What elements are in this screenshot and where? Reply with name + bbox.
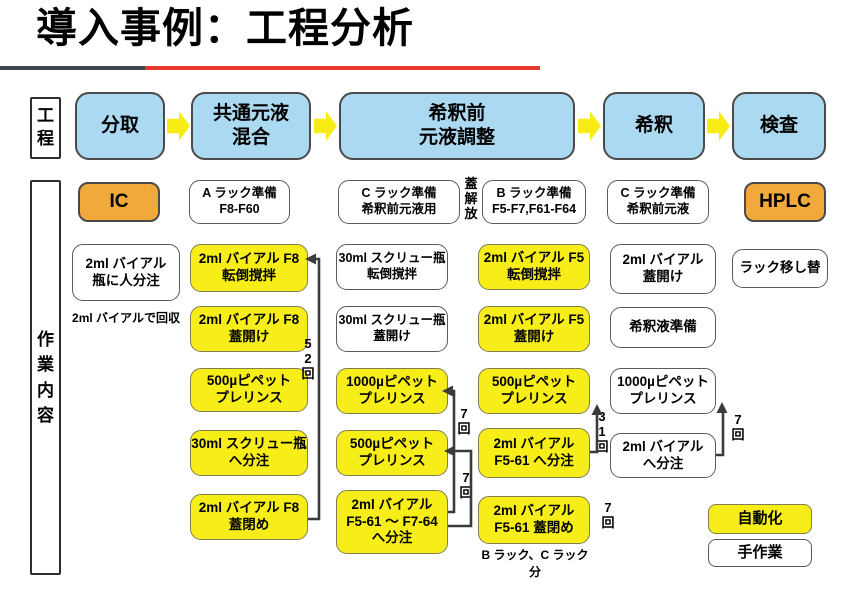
task-1000u-prerinse-2: 1000µピペット プレリンス — [610, 368, 716, 414]
task-f561-close-cap: 2ml バイアル F5-61 蓋閉め — [478, 496, 590, 544]
lid-release-label: 蓋 解 放 — [464, 176, 478, 221]
loop-line-7a — [448, 389, 456, 514]
flow-arrow-icon — [578, 111, 601, 141]
task-diluent-prep: 希釈液準備 — [610, 307, 716, 348]
instrument-ic: IC — [78, 182, 160, 222]
process-step-bunshu: 分取 — [75, 92, 165, 160]
task-f8-close-cap: 2ml バイアル F8 蓋閉め — [190, 494, 308, 540]
process-step-dilution: 希釈 — [603, 92, 705, 160]
task-f8-invert-mix: 2ml バイアル F8 転倒撹拌 — [190, 244, 308, 292]
page-title: 導入事例：工程分析 — [36, 5, 414, 51]
loop-count-7b: 7 回 — [459, 470, 473, 500]
task-dispense-f561-f764: 2ml バイアル F5-61 ～ F7-64 へ分注 — [336, 490, 448, 554]
task-rack-transfer: ラック移し替 — [732, 249, 828, 288]
loop-count-52: 5 2 回 — [301, 336, 315, 381]
task-dispense-f561: 2ml バイアル F5-61 へ分注 — [478, 428, 590, 478]
side-label-work-content: 作 業 内 容 — [30, 180, 61, 575]
task-500u-prerinse-2: 500µピペット プレリンス — [336, 430, 448, 476]
note-vial-recovery: 2ml バイアルで回収 — [72, 311, 180, 325]
loop-count-7c: 7 回 — [731, 412, 745, 442]
note-b-c-rack: B ラック、C ラック分 — [481, 548, 589, 579]
task-manual-fill-vial: 2ml バイアル 瓶に人分注 — [72, 244, 180, 301]
loop-line-52 — [308, 257, 321, 521]
process-step-mix: 共通元液 混合 — [191, 92, 311, 160]
process-step-pre-dilution: 希釈前 元液調整 — [339, 92, 575, 160]
loop-count-7a: 7 回 — [457, 406, 471, 436]
loop-count-31: 3 1 回 — [595, 409, 609, 454]
task-500u-prerinse-3: 500µピペット プレリンス — [478, 368, 590, 414]
task-1000u-prerinse: 1000µピペット プレリンス — [336, 368, 448, 414]
flow-arrow-icon — [314, 111, 337, 141]
rack-c-pre-prep: C ラック準備 希釈前元液用 — [338, 180, 460, 224]
task-screw-open-cap: 30ml スクリュー瓶 蓋開け — [336, 306, 448, 352]
rack-a-prep: A ラック準備 F8-F60 — [189, 180, 290, 224]
title-underline-red — [145, 66, 540, 70]
process-step-inspection: 検査 — [732, 92, 826, 160]
task-f5-open-cap: 2ml バイアル F5 蓋開け — [478, 306, 590, 352]
task-500u-prerinse: 500µピペット プレリンス — [190, 368, 308, 412]
rack-c-prep: C ラック準備 希釈前元液 — [607, 180, 709, 224]
count-7-standalone: 7 回 — [601, 500, 615, 530]
task-f5-invert-mix: 2ml バイアル F5 転倒撹拌 — [478, 244, 590, 290]
task-dispense-screw-bottle: 30ml スクリュー瓶 へ分注 — [190, 430, 308, 476]
legend-automated: 自動化 — [708, 504, 812, 534]
side-label-process: 工 程 — [30, 97, 61, 159]
instrument-hplc: HPLC — [744, 182, 826, 222]
arrowhead-icon — [716, 402, 728, 413]
title-underline-dark — [0, 66, 145, 70]
task-screw-invert-mix: 30ml スクリュー瓶 転倒撹拌 — [336, 244, 448, 290]
legend-manual: 手作業 — [708, 539, 812, 567]
loop-line-7c — [716, 412, 725, 457]
rack-b-prep: B ラック準備 F5-F7,F61-F64 — [482, 180, 586, 224]
task-vial-open-cap: 2ml バイアル 蓋開け — [610, 244, 716, 294]
task-dispense-vial: 2ml バイアル へ分注 — [610, 433, 716, 478]
task-f8-open-cap: 2ml バイアル F8 蓋開け — [190, 306, 308, 352]
flow-arrow-icon — [167, 111, 190, 141]
flow-arrow-icon — [707, 111, 730, 141]
